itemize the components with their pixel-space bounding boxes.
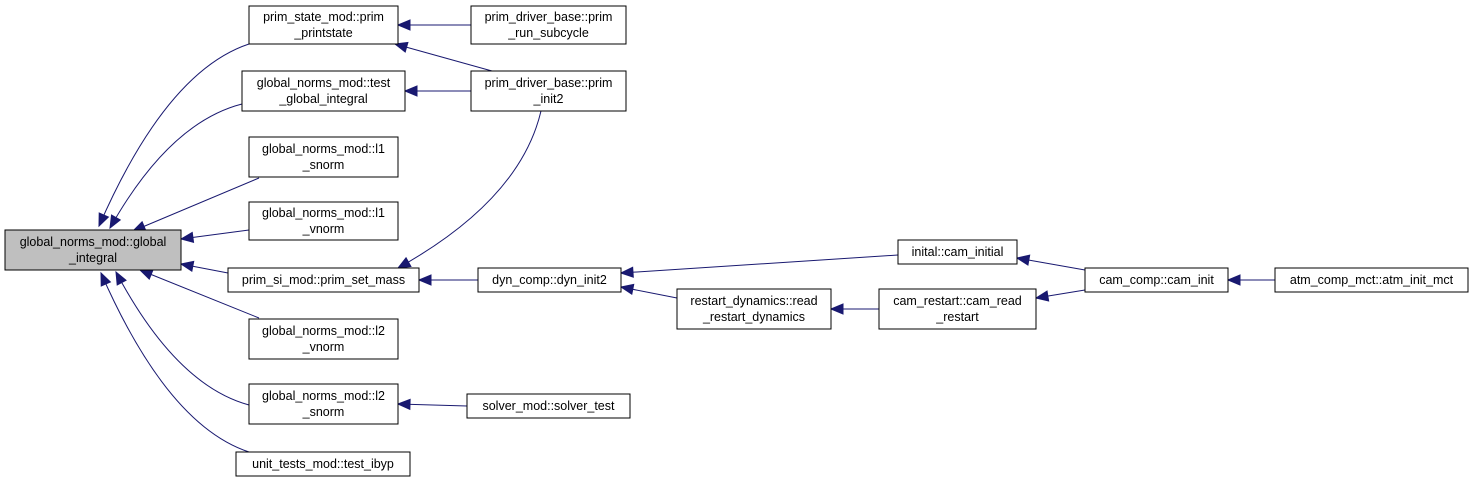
node-box <box>676 288 832 330</box>
function-node-test-ibyp[interactable]: unit_tests_mod::test_ibyp <box>235 451 411 477</box>
node-label: _run_subcycle <box>507 26 589 40</box>
node-label: _restart <box>935 310 979 324</box>
node-label: _snorm <box>302 405 345 419</box>
node-label: inital::cam_initial <box>912 245 1004 259</box>
node-label: cam_restart::cam_read <box>893 294 1022 308</box>
node-label: cam_comp::cam_init <box>1099 273 1214 287</box>
function-node-l2-vnorm[interactable]: global_norms_mod::l2_vnorm <box>248 318 399 360</box>
call-arrowhead <box>619 266 634 278</box>
function-node-cam-initial[interactable]: inital::cam_initial <box>897 239 1018 265</box>
node-label: _vnorm <box>302 222 345 236</box>
node-box <box>241 70 406 112</box>
call-arrowhead <box>98 212 110 228</box>
call-arrowhead <box>179 260 195 272</box>
node-box <box>1084 267 1229 293</box>
function-node-cam-init[interactable]: cam_comp::cam_init <box>1084 267 1229 293</box>
node-box <box>248 136 399 178</box>
function-node-read-restart-dynamics[interactable]: restart_dynamics::read_restart_dynamics <box>676 288 832 330</box>
node-label: prim_state_mod::prim <box>263 10 384 24</box>
call-arrowhead <box>403 85 418 97</box>
call-arrowhead <box>109 214 122 230</box>
call-edge-test_ibyp-to-global_integral <box>100 272 250 453</box>
node-label: _printstate <box>293 26 352 40</box>
call-arrowhead <box>138 269 154 281</box>
call-edge-test_global_integral-to-global_integral <box>109 103 243 229</box>
node-label: atm_comp_mct::atm_init_mct <box>1290 273 1454 287</box>
call-arrowhead <box>417 274 432 286</box>
function-node-prim-printstate[interactable]: prim_state_mod::prim_printstate <box>248 5 399 45</box>
node-label: global_norms_mod::l2 <box>262 389 385 403</box>
call-edge-prim_printstate-to-global_integral <box>98 43 250 227</box>
call-arrowhead <box>100 271 112 287</box>
node-label: prim_driver_base::prim <box>485 76 613 90</box>
call-edge-l1_snorm-to-global_integral <box>132 177 260 232</box>
function-node-cam-read-restart[interactable]: cam_restart::cam_read_restart <box>878 288 1037 330</box>
node-label: unit_tests_mod::test_ibyp <box>252 457 394 471</box>
function-nodes: global_norms_mod::global_integral prim_st… <box>4 5 1469 477</box>
node-box <box>466 393 631 419</box>
node-label: _init2 <box>533 92 564 106</box>
call-edge-cam_initial-to-dyn_init2 <box>620 254 899 274</box>
node-box <box>4 229 182 271</box>
call-arrowhead <box>1015 254 1031 266</box>
node-label: global_norms_mod::test <box>257 76 391 90</box>
node-label: _restart_dynamics <box>702 310 805 324</box>
node-label: global_norms_mod::l2 <box>262 324 385 338</box>
node-box <box>248 201 399 241</box>
node-box <box>470 5 627 45</box>
call-edge-prim_init2-to-prim_set_mass <box>397 110 542 269</box>
function-node-prim-set-mass[interactable]: prim_si_mod::prim_set_mass <box>227 267 420 293</box>
function-node-solver-test[interactable]: solver_mod::solver_test <box>466 393 631 419</box>
node-label: solver_mod::solver_test <box>482 399 615 413</box>
function-node-dyn-init2[interactable]: dyn_comp::dyn_init2 <box>477 267 622 293</box>
node-label: dyn_comp::dyn_init2 <box>492 273 607 287</box>
node-label: _vnorm <box>302 340 345 354</box>
node-box <box>477 267 622 293</box>
node-label: restart_dynamics::read <box>690 294 817 308</box>
node-box <box>235 451 411 477</box>
function-node-l2-snorm[interactable]: global_norms_mod::l2_snorm <box>248 383 399 425</box>
function-node-atm-init-mct[interactable]: atm_comp_mct::atm_init_mct <box>1274 267 1469 293</box>
node-box <box>248 318 399 360</box>
function-node-prim-init2[interactable]: prim_driver_base::prim_init2 <box>470 70 627 112</box>
node-box <box>470 70 627 112</box>
call-arrowhead <box>396 19 411 31</box>
node-label: prim_driver_base::prim <box>485 10 613 24</box>
call-arrowhead <box>396 256 412 269</box>
node-box <box>878 288 1037 330</box>
call-arrowhead <box>829 303 844 315</box>
call-edges <box>98 19 1275 453</box>
node-label: global_norms_mod::l1 <box>262 142 385 156</box>
node-label: prim_si_mod::prim_set_mass <box>242 273 405 287</box>
call-arrowhead <box>1226 274 1241 286</box>
call-arrowhead <box>393 41 409 53</box>
function-node-prim-run-subcycle[interactable]: prim_driver_base::prim_run_subcycle <box>470 5 627 45</box>
node-label: global_norms_mod::l1 <box>262 206 385 220</box>
function-node-l1-vnorm[interactable]: global_norms_mod::l1_vnorm <box>248 201 399 241</box>
function-node-l1-snorm[interactable]: global_norms_mod::l1_snorm <box>248 136 399 178</box>
node-box <box>1274 267 1469 293</box>
node-label: _global_integral <box>278 92 367 106</box>
node-box <box>248 383 399 425</box>
call-arrowhead <box>396 398 411 411</box>
function-node-test-global-integral[interactable]: global_norms_mod::test_global_integral <box>241 70 406 112</box>
call-arrowhead <box>115 270 127 286</box>
call-edge-l2_snorm-to-global_integral <box>115 271 250 406</box>
node-label: _snorm <box>302 158 345 172</box>
node-box <box>248 5 399 45</box>
call-edge-l2_vnorm-to-global_integral <box>139 269 260 319</box>
node-box <box>897 239 1018 265</box>
call-arrowhead <box>1034 290 1050 302</box>
call-arrowhead <box>179 231 195 244</box>
call-edge-prim_init2-to-prim_printstate <box>394 43 493 72</box>
node-label: global_norms_mod::global <box>20 235 167 249</box>
node-box <box>227 267 420 293</box>
function-node-global-integral[interactable]: global_norms_mod::global_integral <box>4 229 182 271</box>
node-label: _integral <box>68 251 117 265</box>
call-arrowhead <box>619 283 635 296</box>
